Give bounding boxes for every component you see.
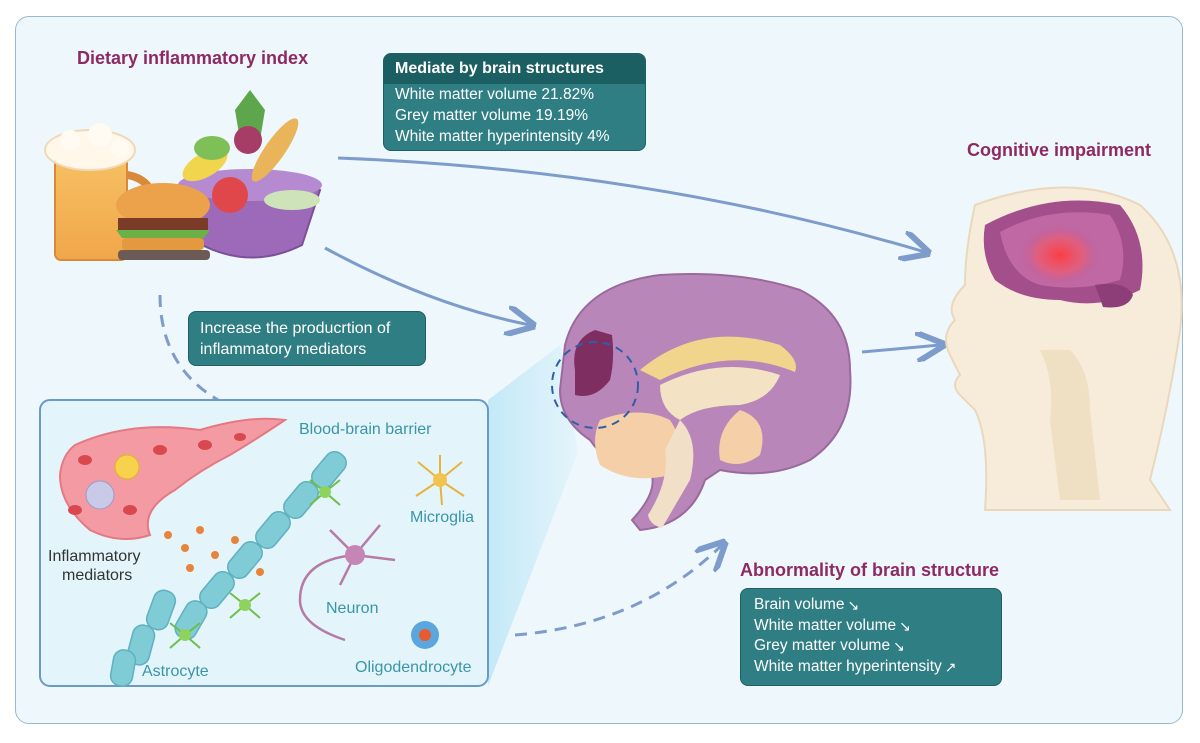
inflammatory-mediators-label-line2: mediators [62, 567, 133, 584]
oligodendrocyte-label: Oligodendrocyte [355, 659, 472, 676]
blood-brain-barrier-label: Blood-brain barrier [299, 421, 432, 438]
inflammatory-mediators-label-line1: Inflammatory [48, 548, 141, 565]
increase-box: Increase the producrtion of inflammatory… [188, 311, 426, 366]
arrow-diet-to-brain [324, 246, 530, 325]
mediate-row: Grey matter volume 19.19% [395, 107, 588, 124]
trend-down-icon: ↘ [899, 617, 911, 634]
neuron-label: Neuron [326, 600, 379, 617]
trend-up-icon: ↗ [944, 658, 957, 675]
head-silhouette [945, 186, 1183, 511]
abnormality-row: Grey matter volume ↘ [754, 636, 988, 657]
abnormality-row-label: White matter volume [754, 616, 897, 634]
mediate-row: White matter volume 21.82% [395, 86, 595, 103]
abnormality-row-label: Grey matter volume [754, 637, 891, 654]
food-illustration [44, 90, 322, 261]
abnormality-row-label: Brain volume [754, 596, 845, 613]
brain-illustration [551, 273, 852, 532]
trend-down-icon: ↘ [847, 597, 860, 613]
cognitive-impairment-title: Cognitive impairment [967, 140, 1152, 160]
arrow-brain-to-head [861, 345, 940, 352]
zoom-circle [551, 341, 639, 429]
abnormality-row: White matter hyperintensity ↗ [754, 657, 988, 678]
mediate-box-title: Mediate by brain structures [384, 54, 645, 84]
abnormality-row-label: White matter hyperintensity [754, 657, 942, 675]
astrocyte-label: Astrocyte [142, 663, 209, 680]
mediate-row: White matter hyperintensity 4% [395, 128, 610, 145]
zoom-beam [488, 345, 578, 686]
inset-panel [39, 399, 489, 687]
dashed-arrow-cells-to-brain [514, 545, 722, 637]
abnormality-box: Brain volume ↘ White matter volume ↘ Gre… [740, 588, 1002, 686]
abnormality-title: Abnormality of brain structure [740, 560, 1000, 580]
trend-down-icon: ↘ [893, 638, 905, 654]
microglia-label: Microglia [410, 509, 475, 526]
abnormality-row: Brain volume ↘ [754, 595, 988, 616]
arrow-diet-to-cognition [337, 156, 925, 252]
dietary-index-title: Dietary inflammatory index [77, 48, 309, 68]
increase-line-1: Increase the producrtion of [200, 320, 391, 337]
abnormality-row: White matter volume ↘ [754, 616, 988, 637]
mediate-box: Mediate by brain structures White matter… [383, 53, 646, 151]
increase-line-2: inflammatory mediators [200, 341, 367, 358]
